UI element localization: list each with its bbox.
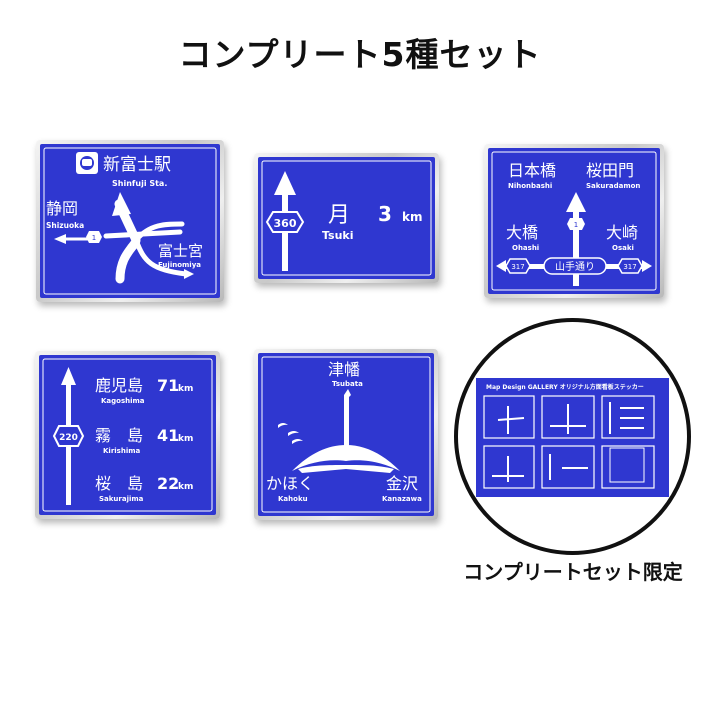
west-destination-en: Shizuoka (46, 221, 84, 230)
station-name-en: Shinfuji Sta. (112, 179, 167, 188)
distance-unit: km (402, 210, 422, 224)
mini-sign-logo (601, 445, 655, 489)
destination: 月 (328, 203, 350, 228)
east-destination: 富士宮 (158, 242, 203, 260)
svg-text:360: 360 (274, 217, 297, 230)
west-destination-en: Ohashi (512, 244, 539, 252)
west-destination: かほく (266, 474, 314, 493)
distance-unit-2: km (178, 434, 193, 444)
direction-arrows (60, 192, 189, 284)
train-icon (76, 152, 98, 174)
road-name-box: 山手通り (543, 257, 607, 275)
northwest-destination: 日本橋 (508, 161, 556, 180)
sign-plate-tsuki: 360 月 3 km Tsuki (254, 153, 439, 283)
route-220-shield: 220 (52, 425, 85, 447)
route-1-shield: 1 (86, 231, 102, 243)
destination-3: 桜 島 (95, 474, 143, 493)
intersection-arrows (566, 192, 586, 286)
distance-unit-3: km (178, 482, 193, 492)
north-destination: 津幡 (328, 360, 360, 379)
destination-1-en: Kagoshima (101, 397, 145, 405)
distance-1: 71 (157, 376, 179, 395)
east-destination-en: Fujinomiya (158, 261, 201, 269)
bonus-sticker-circle: Map Design GALLERY オリジナル方面看板ステッカー (454, 318, 691, 555)
destination-3-en: Sakurajima (99, 495, 144, 503)
svg-text:317: 317 (511, 263, 524, 271)
route-317-right-shield: 317 (617, 258, 643, 274)
distance: 3 (378, 202, 392, 226)
svg-text:1: 1 (574, 221, 578, 229)
sign-plate-shinfuji: 新富士駅 Shinfuji Sta. 静岡 Shizuoka 1 富士宮 Fuj… (36, 140, 224, 302)
east-destination: 大崎 (606, 223, 638, 242)
distance-2: 41 (157, 426, 179, 445)
destination-1: 鹿児島 (95, 376, 143, 395)
sign-plate-yamate: 日本橋 Nihonbashi 桜田門 Sakuradamon 1 大橋 Ohas… (484, 144, 664, 298)
west-destination: 静岡 (46, 199, 78, 218)
destination-2-en: Kirishima (103, 447, 141, 455)
station-name: 新富士駅 (103, 155, 171, 175)
sticker-header: Map Design GALLERY オリジナル方面看板ステッカー (486, 383, 644, 391)
svg-text:220: 220 (59, 433, 78, 443)
distance-unit-1: km (178, 384, 193, 394)
east-destination-en: Kanazawa (382, 495, 422, 503)
northwest-destination-en: Nihonbashi (508, 182, 552, 190)
north-destination-en: Tsubata (332, 380, 363, 388)
sign-plate-kagoshima: 220 鹿児島 71 km Kagoshima 霧 島 41 km Kirish… (35, 351, 220, 519)
svg-text:山手通り: 山手通り (555, 260, 595, 273)
northeast-destination: 桜田門 (586, 161, 634, 180)
northeast-destination-en: Sakuradamon (586, 182, 640, 190)
route-317-left-shield: 317 (505, 258, 531, 274)
destination-en: Tsuki (322, 229, 354, 242)
east-destination: 金沢 (386, 474, 418, 493)
west-destination: 大橋 (506, 223, 538, 242)
route-1-shield: 1 (567, 218, 585, 230)
sign-plate-tsubata: 津幡 Tsubata かほく Kahoku 金沢 Kanazawa (254, 349, 438, 520)
limited-caption: コンプリートセット限定 (463, 560, 683, 584)
east-destination-en: Osaki (612, 244, 634, 252)
crane-icon (292, 389, 400, 473)
route-360-shield: 360 (265, 211, 305, 233)
destination-2: 霧 島 (95, 426, 143, 445)
page-title: コンプリート5種セット (178, 35, 542, 74)
svg-text:317: 317 (623, 263, 636, 271)
svg-text:1: 1 (92, 234, 96, 242)
bird-icons (278, 423, 303, 444)
distance-3: 22 (157, 474, 179, 493)
west-destination-en: Kahoku (278, 495, 308, 503)
